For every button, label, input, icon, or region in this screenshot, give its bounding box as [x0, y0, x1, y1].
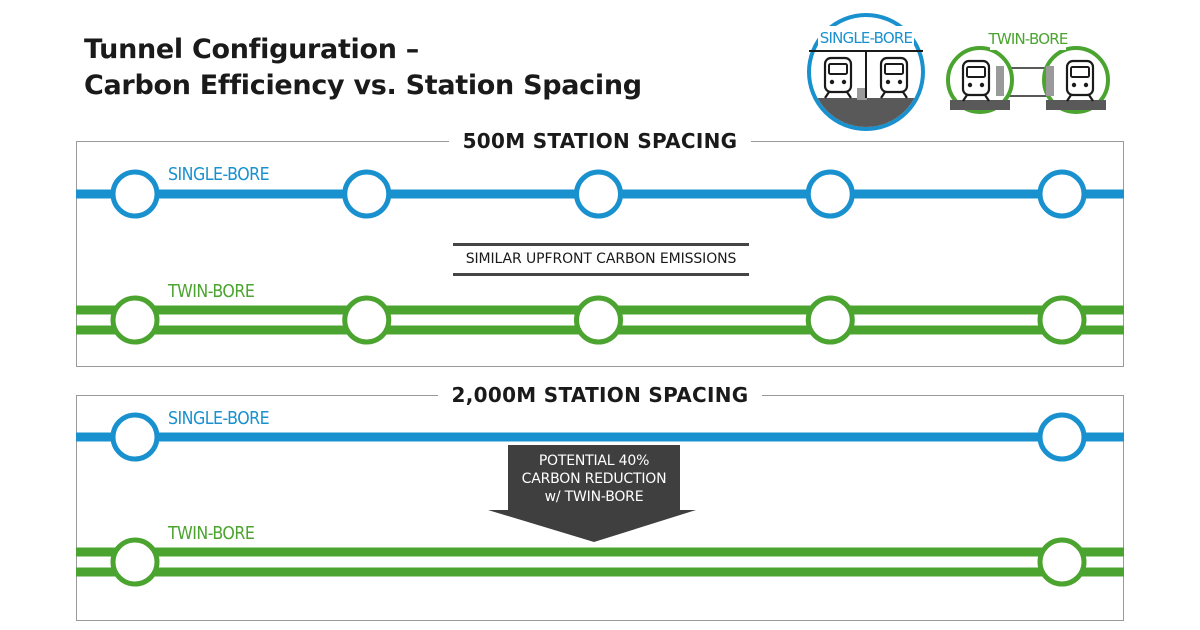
carbon-reduction-callout: POTENTIAL 40% CARBON REDUCTION w/ TWIN-B… — [509, 452, 679, 506]
station-marker — [1037, 537, 1087, 587]
station-marker — [574, 295, 623, 345]
route-diagram-2000m — [76, 412, 1124, 587]
station-marker — [342, 169, 392, 219]
panel-500m-spacing: 500M STATION SPACING SINGLE-BORE TWIN-BO… — [76, 129, 1124, 367]
station-marker — [342, 295, 392, 345]
callout-line-1: POTENTIAL 40% — [538, 453, 650, 469]
callout-line-2: CARBON REDUCTION — [521, 471, 667, 487]
single-bore-label: SINGLE-BORE — [168, 408, 270, 429]
station-marker — [805, 295, 855, 345]
panel-2000m-spacing: 2,000M STATION SPACING SINGLE-BORE TWIN-… — [76, 383, 1124, 621]
station-marker — [110, 169, 160, 219]
legend-twin-label: TWIN-BORE — [987, 30, 1067, 48]
train-icon — [1065, 59, 1095, 103]
station-marker — [805, 169, 855, 219]
legend-single-label: SINGLE-BORE — [820, 29, 913, 47]
twin-bore-label: TWIN-BORE — [168, 281, 255, 302]
title-line-1: Tunnel Configuration – — [84, 34, 419, 65]
page-title: Tunnel Configuration – Carbon Efficiency… — [84, 32, 642, 104]
single-bore-line — [76, 169, 1124, 219]
station-marker — [110, 537, 160, 587]
twin-bore-legend: TWIN-BORE — [946, 28, 1110, 114]
callout-line-3: w/ TWIN-BORE — [544, 489, 644, 505]
twin-bore-label: TWIN-BORE — [168, 523, 255, 544]
station-marker — [110, 295, 160, 345]
single-bore-legend: SINGLE-BORE — [807, 13, 925, 131]
station-marker — [110, 412, 160, 462]
train-icon — [961, 59, 991, 103]
tunnel-legend: SINGLE-BORE TWIN-BORE — [807, 13, 1110, 131]
single-bore-label: SINGLE-BORE — [168, 164, 270, 185]
twin-bore-line — [76, 547, 1124, 577]
train-icon — [823, 56, 853, 100]
station-marker — [1037, 295, 1087, 345]
panel-title: 500M STATION SPACING — [448, 129, 752, 153]
station-marker — [1037, 169, 1087, 219]
station-marker — [1037, 412, 1087, 462]
train-icon — [879, 56, 909, 100]
route-diagram-500m — [76, 169, 1124, 345]
station-marker — [574, 169, 623, 219]
title-line-2: Carbon Efficiency vs. Station Spacing — [84, 70, 642, 101]
similar-emissions-note: SIMILAR UPFRONT CARBON EMISSIONS — [453, 243, 749, 276]
reduction-arrow — [488, 445, 696, 542]
panel-title: 2,000M STATION SPACING — [437, 383, 763, 407]
twin-bore-line — [76, 295, 1124, 345]
